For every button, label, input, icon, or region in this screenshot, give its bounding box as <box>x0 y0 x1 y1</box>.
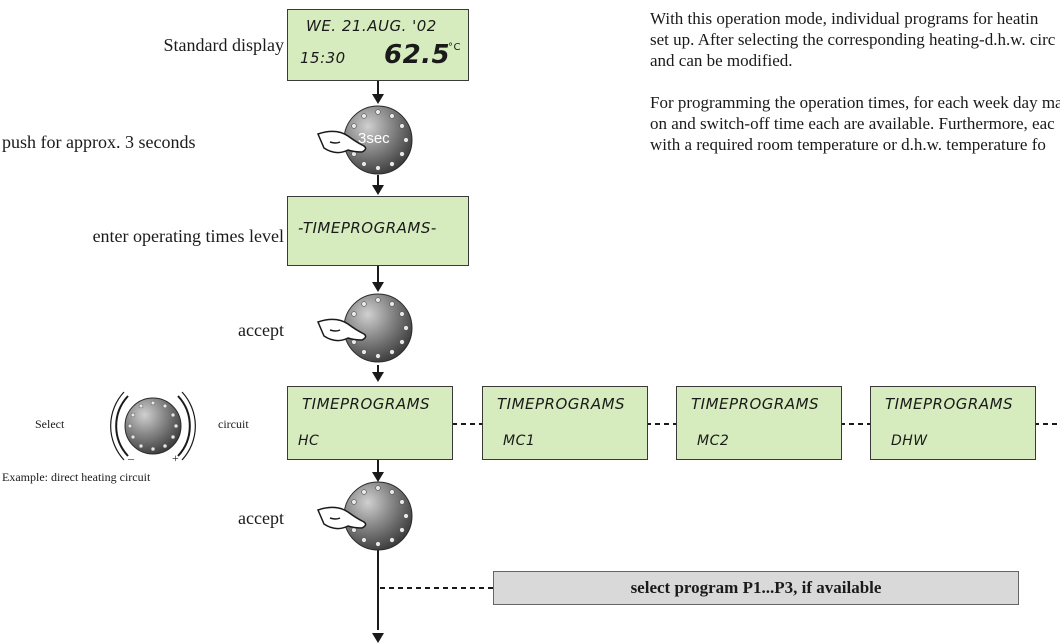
rotary-knob-accept[interactable] <box>343 293 413 363</box>
display-temperature: 62.5 <box>384 40 451 70</box>
text-line: with a required room temperature or d.h.… <box>650 135 1046 154</box>
hand-icon <box>316 130 367 154</box>
label-push-3-seconds: push for approx. 3 seconds <box>2 132 196 152</box>
standard-display: WE. 21.AUG. '02 15:30 62.5 °C <box>287 9 469 81</box>
arrow-down-icon <box>372 94 384 104</box>
arrow-down-icon <box>372 472 384 482</box>
label-standard-display: Standard display <box>163 35 284 55</box>
display-circuit: HC <box>298 433 320 449</box>
display-time: 15:30 <box>300 49 346 67</box>
display-title: TIMEPROGRAMS <box>302 395 431 413</box>
circuit-display-dhw: TIMEPROGRAMS DHW <box>870 386 1036 460</box>
rotate-select-knob[interactable] <box>110 391 196 461</box>
text-line: and can be modified. <box>650 51 793 70</box>
display-circuit: MC2 <box>697 433 730 449</box>
arrow-down-icon <box>372 185 384 195</box>
label-accept: accept <box>238 508 284 528</box>
select-program-label: select program P1...P3, if available <box>630 578 882 597</box>
display-title: TIMEPROGRAMS <box>497 395 626 413</box>
display-timeprograms: -TIMEPROGRAMS- <box>298 219 437 237</box>
display-temp-unit: °C <box>448 42 461 53</box>
circuit-display-hc: TIMEPROGRAMS HC <box>287 386 453 460</box>
label-select: Select <box>35 417 65 431</box>
plus-sign: + <box>172 451 179 465</box>
display-circuit: DHW <box>891 433 928 449</box>
display-title: TIMEPROGRAMS <box>885 395 1014 413</box>
hand-icon <box>316 318 367 342</box>
intro-text: With this operation mode, individual pro… <box>650 8 1060 176</box>
text-line: For programming the operation times, for… <box>650 93 1060 112</box>
label-enter-level: enter operating times level <box>92 226 284 246</box>
intro-paragraph-1: With this operation mode, individual pro… <box>650 8 1060 71</box>
minus-sign: – <box>128 451 134 465</box>
arrow-down-icon <box>372 372 384 382</box>
intro-paragraph-2: For programming the operation times, for… <box>650 92 1060 155</box>
circuit-display-mc1: TIMEPROGRAMS MC1 <box>482 386 648 460</box>
knob-3sec-label: 3sec <box>358 130 390 147</box>
select-program-box: select program P1...P3, if available <box>493 571 1019 605</box>
rotary-knob-accept[interactable] <box>343 481 413 551</box>
display-circuit: MC1 <box>503 433 536 449</box>
display-title: TIMEPROGRAMS <box>691 395 820 413</box>
text-line: With this operation mode, individual pro… <box>650 9 1039 28</box>
label-circuit: circuit <box>218 417 249 431</box>
label-accept: accept <box>238 320 284 340</box>
arrow-down-icon <box>372 282 384 292</box>
arrow-down-icon <box>372 633 384 643</box>
circuit-display-mc2: TIMEPROGRAMS MC2 <box>676 386 842 460</box>
hand-icon <box>316 506 367 530</box>
display-date: WE. 21.AUG. '02 <box>306 17 437 35</box>
text-line: set up. After selecting the correspondin… <box>650 30 1056 49</box>
label-example: Example: direct heating circuit <box>2 470 151 484</box>
text-line: on and switch-off time each are availabl… <box>650 114 1055 133</box>
timeprograms-display: -TIMEPROGRAMS- <box>287 196 469 266</box>
